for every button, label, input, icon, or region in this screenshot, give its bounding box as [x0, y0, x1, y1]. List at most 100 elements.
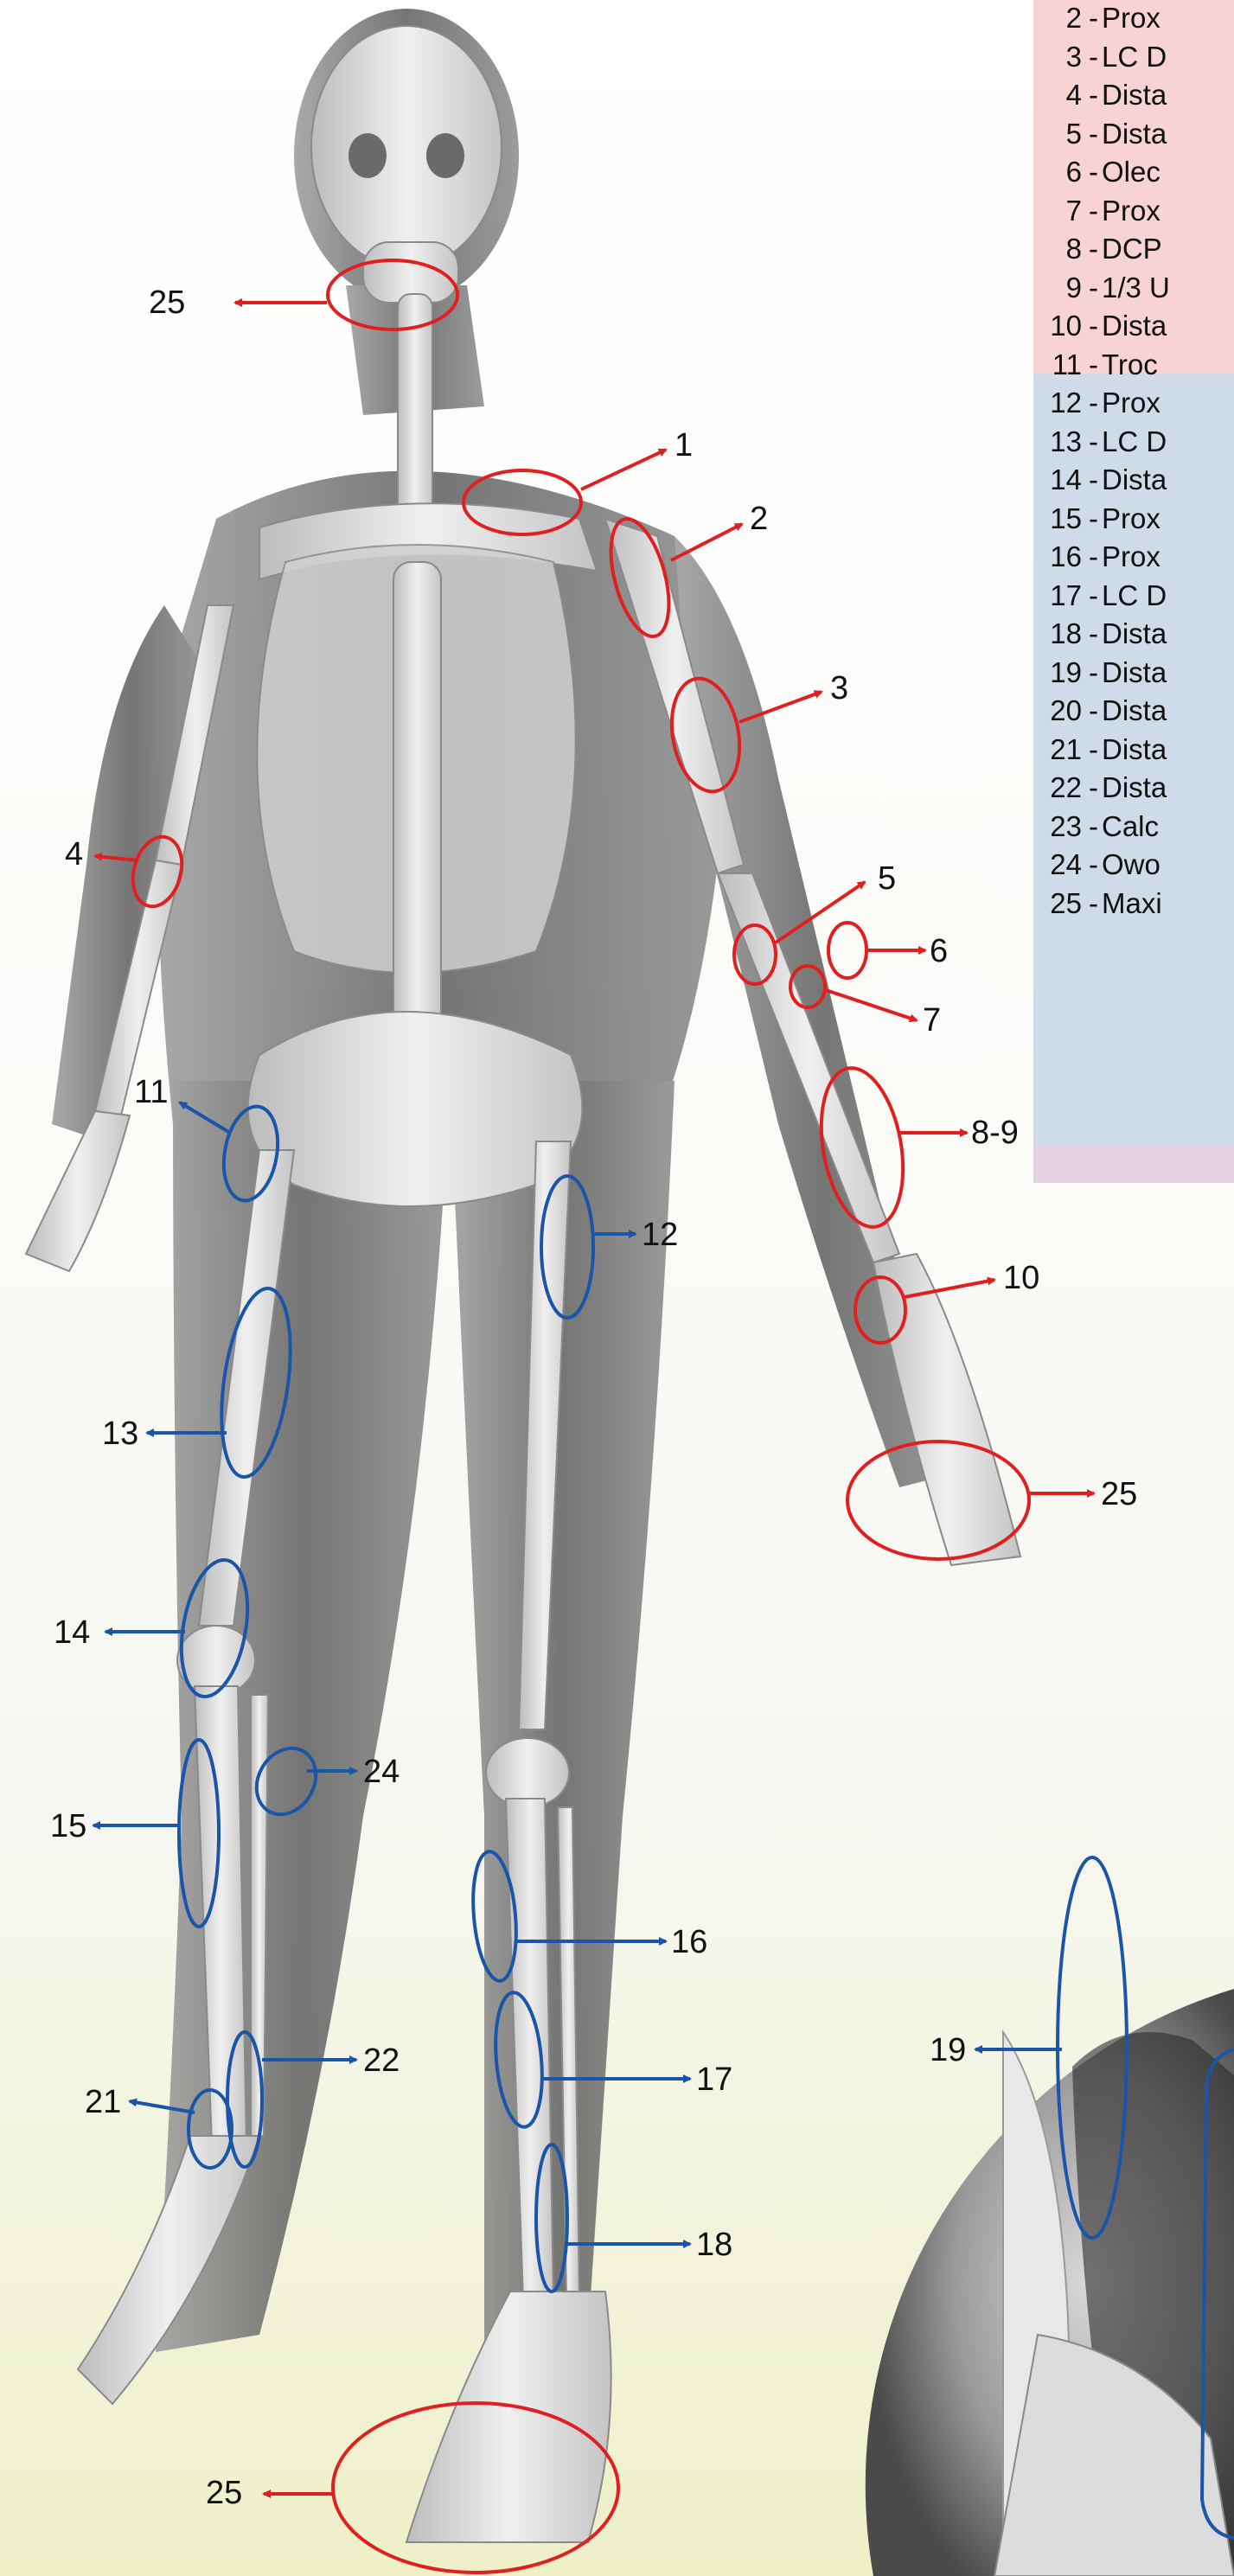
label-12: 12: [642, 1217, 678, 1253]
legend-item-dash: -: [1089, 730, 1098, 769]
legend-item-text: Prox: [1102, 0, 1160, 37]
label-3: 3: [830, 670, 848, 706]
right-knee: [486, 1738, 569, 1807]
legend-item-number: 4: [1033, 75, 1082, 114]
legend-item: 6-Olec: [1033, 152, 1234, 191]
legend-item: 11-Troc: [1033, 345, 1234, 384]
label-16: 16: [671, 1924, 707, 1960]
label-15: 15: [50, 1808, 86, 1844]
legend-item-text: Maxi: [1102, 884, 1162, 923]
legend-item-text: Prox: [1102, 383, 1160, 422]
legend-item-number: 6: [1033, 152, 1082, 191]
legend-item-text: Dista: [1102, 768, 1167, 807]
legend-item-number: 9: [1033, 268, 1082, 307]
legend-item-dash: -: [1089, 0, 1098, 37]
legend-item-text: Troc: [1102, 345, 1158, 384]
legend-item-dash: -: [1089, 114, 1098, 153]
legend-item-text: LC D: [1102, 576, 1167, 615]
skull: [311, 26, 502, 268]
legend-item-text: Prox: [1102, 191, 1160, 230]
legend-item-text: Dista: [1102, 614, 1167, 653]
legend-item-number: 13: [1033, 422, 1082, 461]
legend-item-number: 20: [1033, 691, 1082, 730]
legend-item-dash: -: [1089, 191, 1098, 230]
legend: 2-Prox3-LC D4-Dista5-Dista6-Olec7-Prox8-…: [1033, 0, 1234, 1183]
legend-item-text: 1/3 U: [1102, 268, 1170, 307]
legend-item-dash: -: [1089, 306, 1098, 345]
label-1: 1: [675, 427, 693, 463]
legend-item-text: LC D: [1102, 422, 1167, 461]
label-8-9: 8-9: [971, 1115, 1019, 1151]
label-6: 6: [930, 933, 948, 969]
legend-item-dash: -: [1089, 576, 1098, 615]
legend-item-number: 19: [1033, 653, 1082, 692]
label-5: 5: [878, 860, 896, 897]
legend-item: 3-LC D: [1033, 37, 1234, 76]
legend-item: 9-1/3 U: [1033, 268, 1234, 307]
legend-item-dash: -: [1089, 460, 1098, 499]
legend-item-number: 17: [1033, 576, 1082, 615]
legend-item-dash: -: [1089, 845, 1098, 884]
legend-item-text: Dista: [1102, 653, 1167, 692]
legend-item-number: 14: [1033, 460, 1082, 499]
legend-item-dash: -: [1089, 653, 1098, 692]
legend-item-dash: -: [1089, 383, 1098, 422]
label-19: 19: [930, 2032, 966, 2068]
legend-item-dash: -: [1089, 537, 1098, 576]
legend-item-number: 16: [1033, 537, 1082, 576]
label-2: 2: [750, 501, 768, 537]
legend-item-text: Dista: [1102, 75, 1167, 114]
label-18: 18: [696, 2227, 732, 2263]
legend-item-text: Prox: [1102, 499, 1160, 538]
legend-item-dash: -: [1089, 345, 1098, 384]
legend-item-dash: -: [1089, 152, 1098, 191]
legend-item-dash: -: [1089, 768, 1098, 807]
legend-item-number: 10: [1033, 306, 1082, 345]
label-14: 14: [54, 1614, 90, 1651]
legend-item-number: 8: [1033, 229, 1082, 268]
legend-item: 7-Prox: [1033, 191, 1234, 230]
label-13: 13: [102, 1416, 138, 1452]
pelvis: [248, 1012, 583, 1206]
legend-item: 22-Dista: [1033, 768, 1234, 807]
legend-item: 25-Maxi: [1033, 884, 1234, 923]
label-11: 11: [134, 1074, 168, 1110]
legend-item: 24-Owo: [1033, 845, 1234, 884]
label-21: 21: [85, 2084, 121, 2120]
legend-item-number: 24: [1033, 845, 1082, 884]
legend-item-number: 21: [1033, 730, 1082, 769]
legend-item: 17-LC D: [1033, 576, 1234, 615]
legend-item-number: 25: [1033, 884, 1082, 923]
legend-item-text: Dista: [1102, 114, 1167, 153]
legend-item: 14-Dista: [1033, 460, 1234, 499]
legend-item-number: 2: [1033, 0, 1082, 37]
legend-item-text: Olec: [1102, 152, 1160, 191]
legend-item-number: 3: [1033, 37, 1082, 76]
legend-item-number: 23: [1033, 807, 1082, 846]
legend-item-dash: -: [1089, 229, 1098, 268]
label-4: 4: [65, 836, 83, 873]
legend-item: 5-Dista: [1033, 114, 1234, 153]
legend-item-dash: -: [1089, 884, 1098, 923]
legend-item: 12-Prox: [1033, 383, 1234, 422]
legend-item: 2-Prox: [1033, 0, 1234, 37]
legend-item-number: 22: [1033, 768, 1082, 807]
label-25-foot: 25: [206, 2475, 242, 2511]
legend-item-text: Prox: [1102, 537, 1160, 576]
legend-item: 4-Dista: [1033, 75, 1234, 114]
legend-item: 20-Dista: [1033, 691, 1234, 730]
label-25-jaw: 25: [149, 284, 185, 321]
legend-item-number: 11: [1033, 345, 1082, 384]
legend-item-text: Calc: [1102, 807, 1159, 846]
legend-item: 18-Dista: [1033, 614, 1234, 653]
label-10: 10: [1003, 1260, 1039, 1296]
legend-item-dash: -: [1089, 75, 1098, 114]
legend-item-number: 15: [1033, 499, 1082, 538]
legend-item-text: Dista: [1102, 306, 1167, 345]
label-24: 24: [363, 1754, 400, 1790]
label-22: 22: [363, 2042, 400, 2079]
legend-item-number: 12: [1033, 383, 1082, 422]
legend-item-dash: -: [1089, 422, 1098, 461]
legend-item-dash: -: [1089, 268, 1098, 307]
